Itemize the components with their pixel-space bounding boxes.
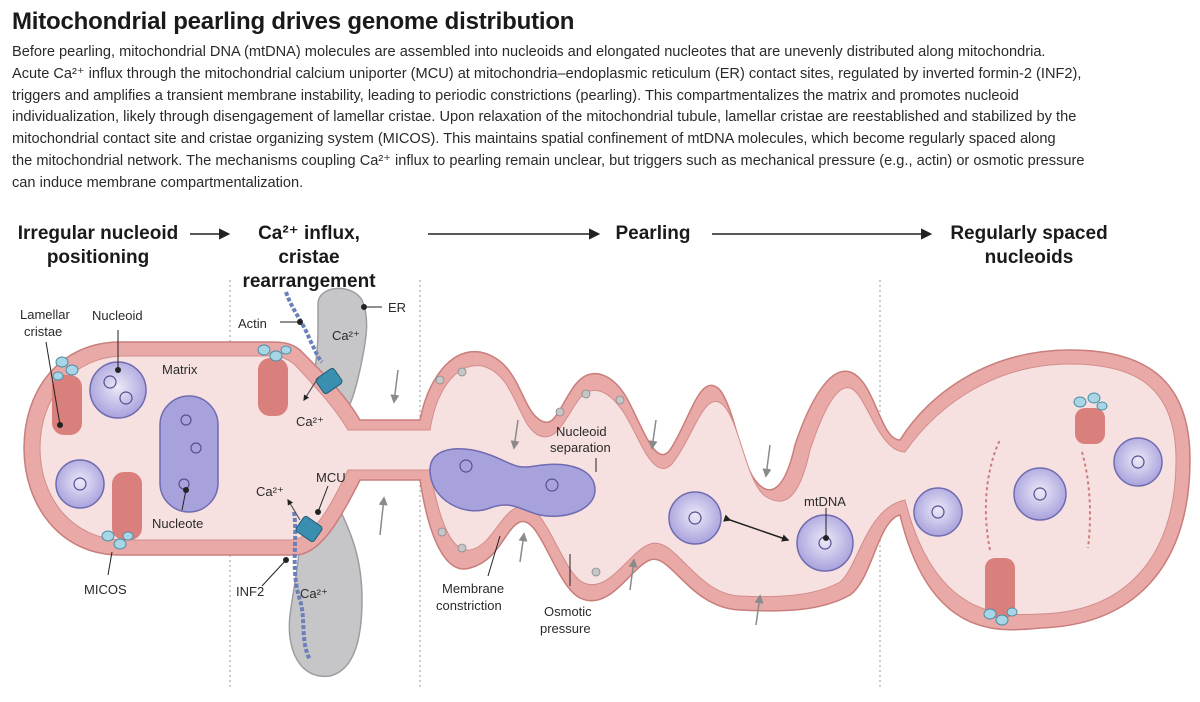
stage-heading-line: Regularly spaced xyxy=(950,223,1108,244)
ca-influx-arrow xyxy=(303,377,319,402)
leader-lines xyxy=(45,304,829,587)
label-ca-bot-in: Ca²⁺ xyxy=(300,586,328,601)
stage-heading-line: positioning xyxy=(46,247,150,268)
label-nucleoid-separation: separation xyxy=(550,440,611,455)
stage-heading-pearling: Pearling xyxy=(615,223,691,244)
nucleoid xyxy=(668,491,722,545)
micos-complex xyxy=(257,344,292,362)
label-ca-top-out: Ca²⁺ xyxy=(296,414,324,429)
mtdna-coils xyxy=(73,375,202,491)
label-ca-top-in: Ca²⁺ xyxy=(332,328,360,343)
stage-heading-influx: Ca²⁺ influx, cristae rearrangement xyxy=(228,222,390,294)
mitochondrion xyxy=(23,341,1191,631)
label-nucleote: Nucleote xyxy=(152,516,203,531)
label-membrane-constriction: Membrane xyxy=(442,581,504,596)
description-line: mitochondrial contact site and cristae o… xyxy=(12,131,1056,148)
actin-filament xyxy=(284,291,324,364)
description-line: Acute Ca²⁺ influx through the mitochondr… xyxy=(12,65,1082,82)
description-line: the mitochondrial network. The mechanism… xyxy=(12,152,1085,169)
stage-heading-line: rearrangement xyxy=(242,271,376,292)
nucleoid xyxy=(55,459,105,509)
crista-reformation-path xyxy=(1081,451,1091,549)
description-line: Before pearling, mitochondrial DNA (mtDN… xyxy=(12,44,1046,60)
stage-heading-irregular: Irregular nucleoid positioning xyxy=(8,222,188,270)
lamellar-crista xyxy=(985,558,1015,618)
label-ca-bot-out: Ca²⁺ xyxy=(256,484,284,499)
label-mcu: MCU xyxy=(316,470,346,485)
label-lamellar-cristae: cristae xyxy=(24,324,62,339)
label-micos: MICOS xyxy=(84,582,127,597)
stage-heading-line: Irregular nucleoid xyxy=(17,223,179,244)
label-osmotic-pressure: Osmotic xyxy=(544,604,592,619)
label-nucleoid: Nucleoid xyxy=(92,308,143,323)
nucleote xyxy=(159,395,219,513)
lamellar-crista xyxy=(1075,408,1105,444)
micos-complex xyxy=(983,392,1108,626)
nucleoid xyxy=(796,514,854,572)
mcu-channel xyxy=(295,367,343,543)
dividing-nucleoid xyxy=(429,448,596,517)
stage-heading-line: nucleoids xyxy=(984,247,1074,268)
nucleoid xyxy=(913,487,963,537)
crista-reformation-path xyxy=(984,439,1001,551)
label-er: ER xyxy=(388,300,406,315)
lamellar-crista xyxy=(258,358,288,416)
label-inf2: INF2 xyxy=(236,584,264,599)
nucleoid xyxy=(1013,467,1067,521)
label-lamellar-cristae: Lamellar xyxy=(20,307,71,322)
inner-matrix xyxy=(39,355,1177,616)
lamellar-crista xyxy=(112,472,142,540)
figure-description: Before pearling, mitochondrial DNA (mtDN… xyxy=(12,42,1190,195)
label-membrane-constriction: constriction xyxy=(436,598,502,613)
label-actin: Actin xyxy=(238,316,267,331)
description-line: triggers and amplifies a transient membr… xyxy=(12,87,1019,104)
label-matrix: Matrix xyxy=(162,362,198,377)
nucleoid xyxy=(1113,437,1163,487)
description-line: can induce membrane compartmentalization… xyxy=(12,174,304,191)
separation-arrow xyxy=(723,514,790,542)
stage-heading-line: Ca²⁺ influx, cristae xyxy=(258,223,360,268)
description-line: individualization, likely through diseng… xyxy=(12,109,1077,126)
label-osmotic-pressure: pressure xyxy=(540,621,591,636)
ca-influx-arrow xyxy=(287,498,301,521)
stage-heading-regular: Regularly spaced nucleoids xyxy=(932,222,1126,270)
label-nucleoid-separation: Nucleoid xyxy=(556,424,607,439)
pressure-arrows xyxy=(378,369,772,626)
figure-title: Mitochondrial pearling drives genome dis… xyxy=(12,8,575,35)
mtdna-coils xyxy=(931,455,1145,519)
micos-complex xyxy=(52,356,134,550)
cristae-fragments xyxy=(435,367,625,577)
label-mtdna: mtDNA xyxy=(804,494,846,509)
actin-filament xyxy=(292,511,312,661)
